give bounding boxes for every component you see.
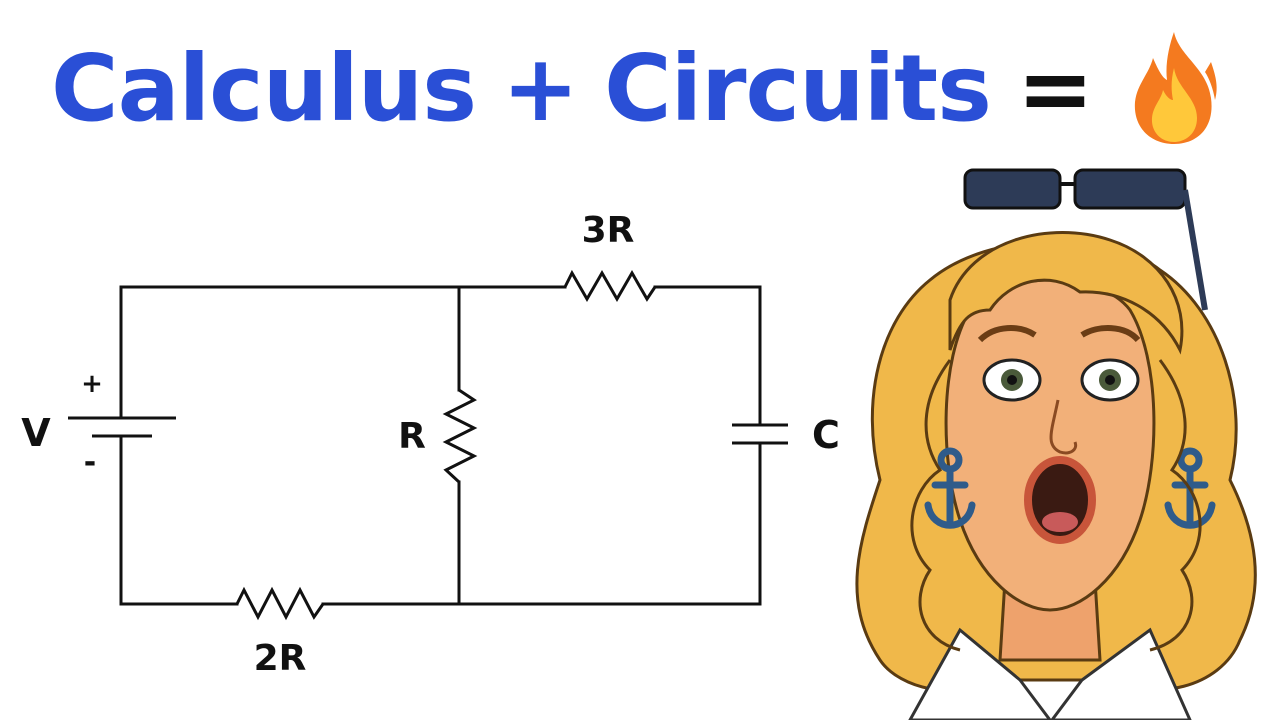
resistor-3r: [563, 269, 657, 303]
top-resistor-label: 3R: [582, 210, 635, 251]
right-eye: [1080, 358, 1140, 402]
left-anchor-earring: [924, 447, 976, 529]
capacitor-symbol: [732, 423, 788, 445]
circuit-wires: [119, 285, 762, 606]
left-eyebrow: [977, 325, 1037, 343]
plus-sign: +: [81, 369, 103, 399]
right-anchor-earring: [1164, 447, 1216, 529]
left-eye: [982, 358, 1042, 402]
battery-symbol: [68, 405, 176, 447]
title-plus: +: [502, 34, 579, 142]
page-title: Calculus + Circuits =: [0, 28, 1280, 148]
capacitor-label: C: [812, 413, 840, 457]
minus-sign: -: [84, 445, 96, 480]
middle-resistor-label: R: [398, 416, 426, 457]
title-circuits: Circuits: [604, 34, 992, 142]
title-calculus: Calculus: [51, 34, 477, 142]
bottom-resistor-label: 2R: [254, 638, 307, 679]
resistor-r: [442, 388, 478, 484]
sunglasses: [963, 168, 1208, 311]
hair-bangs: [948, 231, 1184, 355]
resistor-2r: [235, 586, 325, 621]
surprised-woman-illustration: [855, 168, 1257, 720]
fire-icon: [1134, 32, 1217, 144]
source-label: V: [21, 411, 51, 455]
collar: [908, 627, 1052, 720]
circuit-diagram: V + - R 3R 2R C: [21, 210, 840, 679]
nose: [1049, 399, 1078, 455]
right-eyebrow: [1080, 325, 1141, 343]
hair-right-curls: [1149, 359, 1202, 652]
collar-right: [1050, 627, 1192, 720]
title-equals: =: [1016, 34, 1094, 142]
hair-left-curls: [910, 359, 961, 652]
